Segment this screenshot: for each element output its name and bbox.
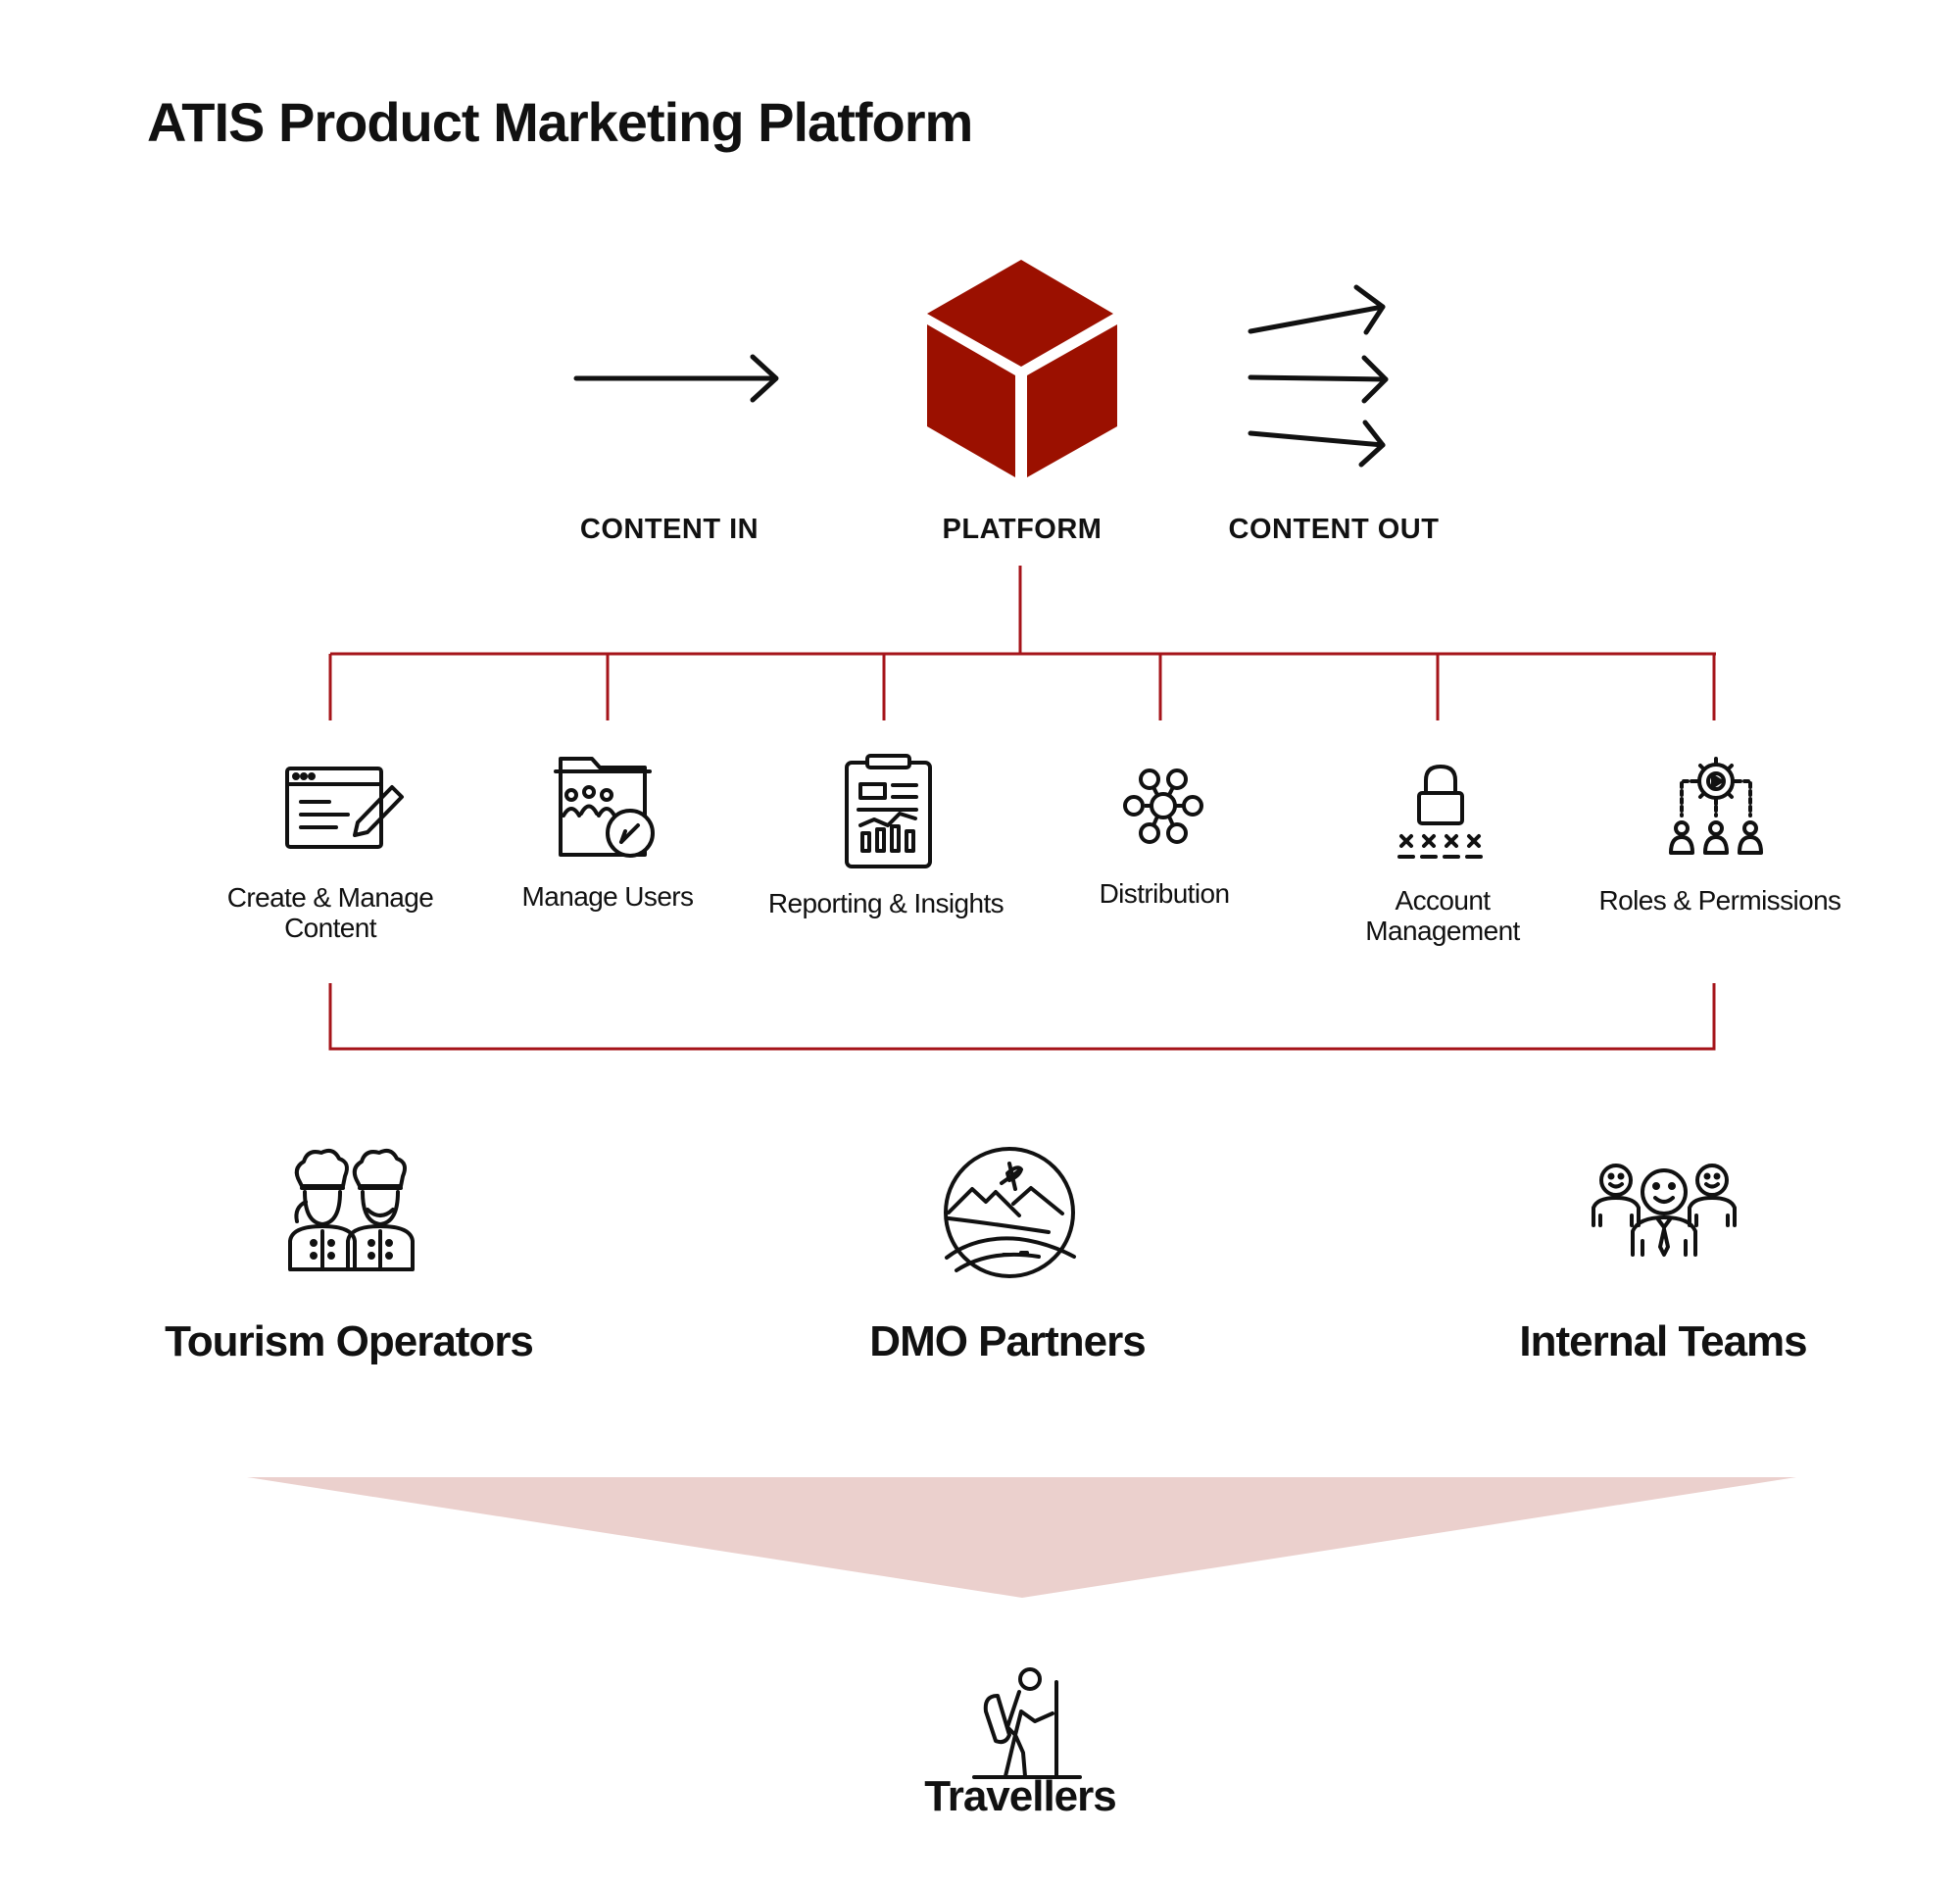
feature-roles-permissions: Roles & Permissions — [1598, 885, 1842, 916]
platform-cube-icon — [927, 260, 1117, 477]
user-folder-icon — [554, 757, 655, 858]
travellers-label: Travellers — [924, 1772, 1116, 1820]
gear-team-icon — [1669, 757, 1763, 855]
feature-reporting-insights: Reporting & Insights — [767, 888, 1004, 918]
funnel-shape — [247, 1477, 1796, 1598]
report-clipboard-icon — [845, 754, 932, 868]
team-people-icon — [1592, 1164, 1737, 1257]
browser-edit-icon — [285, 767, 404, 849]
audience-internal-teams: Internal Teams — [1519, 1317, 1807, 1365]
feature-manage-users: Manage Users — [521, 881, 694, 912]
feature-account-management: Account Management — [1365, 885, 1520, 946]
network-hub-icon — [1123, 768, 1203, 844]
page-title: ATIS Product Marketing Platform — [147, 91, 973, 153]
content-in-arrow-icon — [573, 354, 779, 403]
content-out-arrows-icon — [1248, 284, 1389, 468]
content-in-label: CONTENT IN — [579, 514, 760, 545]
feature-create-manage-content: Create & Manage Content — [226, 882, 434, 943]
audience-tourism-operators: Tourism Operators — [165, 1317, 534, 1365]
feature-distribution: Distribution — [1099, 878, 1230, 909]
audience-dmo-partners: DMO Partners — [869, 1317, 1146, 1365]
chefs-icon — [288, 1149, 415, 1271]
content-out-label: CONTENT OUT — [1228, 514, 1440, 545]
lock-password-icon — [1397, 765, 1483, 859]
platform-label: PLATFORM — [942, 514, 1102, 545]
connector-lines — [328, 566, 1716, 1051]
hiker-icon — [972, 1667, 1082, 1779]
travel-landscape-icon — [944, 1147, 1076, 1278]
